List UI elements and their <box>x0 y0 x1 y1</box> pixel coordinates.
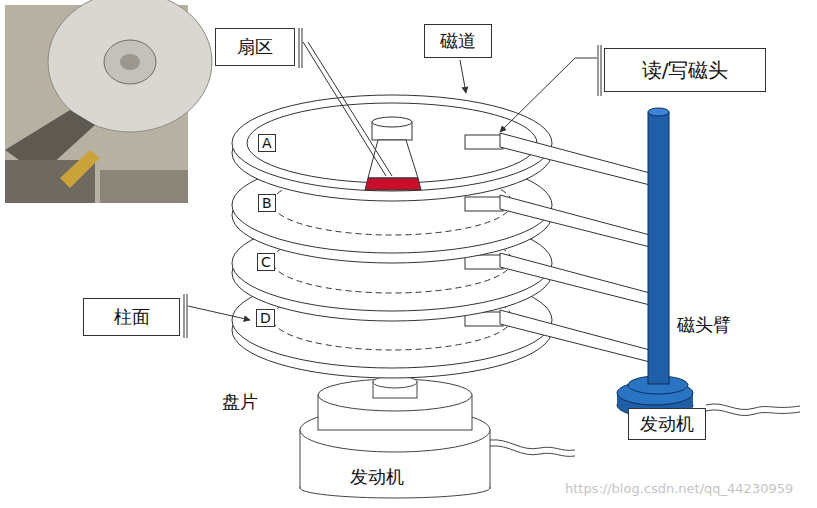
head-arm <box>500 253 650 305</box>
motor-wire <box>490 440 575 451</box>
photo-cable <box>60 150 100 188</box>
bracket <box>187 294 188 338</box>
leader-line <box>303 42 386 176</box>
actuator <box>617 108 800 417</box>
photo-board <box>100 170 188 203</box>
actuator-wire <box>706 404 800 410</box>
part-name: 发动机 <box>350 465 404 489</box>
photo-spindle <box>104 40 156 84</box>
spindle-motor <box>300 376 575 498</box>
callout-text: 柱面 <box>114 305 150 329</box>
bracket <box>601 45 602 96</box>
callout-box: 磁道 <box>424 24 492 58</box>
track-ring <box>247 103 537 183</box>
callout-text: 扇区 <box>237 35 273 59</box>
leader-line <box>460 60 466 93</box>
leader-line <box>308 42 392 176</box>
disk-photo <box>5 0 212 203</box>
read-write-head <box>465 197 503 211</box>
bracket <box>302 28 303 68</box>
callout-text: 发动机 <box>640 412 694 436</box>
bracket <box>598 45 599 96</box>
spindle-top <box>372 117 412 127</box>
sector <box>365 178 421 190</box>
head-arm <box>500 133 650 185</box>
motor-wire <box>490 446 575 457</box>
head-arm <box>500 310 650 362</box>
callout-box: 扇区 <box>215 28 295 66</box>
callout-text: 磁道 <box>440 29 476 53</box>
actuator-pole <box>648 112 669 384</box>
platter-letter: B <box>258 194 276 212</box>
actuator-wire <box>706 410 800 416</box>
platter-letter: D <box>256 309 275 327</box>
callout-box: 读/写磁头 <box>604 48 766 92</box>
read-write-head <box>465 135 503 149</box>
head-arm <box>500 195 650 247</box>
callout-box: 发动机 <box>628 408 706 440</box>
callout-box: 柱面 <box>83 298 180 336</box>
watermark: https://blog.csdn.net/qq_44230959 <box>565 481 793 496</box>
actuator-pole-top <box>648 108 669 116</box>
platter-letter: A <box>258 134 276 152</box>
platter-a <box>232 95 650 201</box>
bracket <box>299 28 300 68</box>
part-name: 磁头臂 <box>677 313 731 337</box>
bracket <box>184 294 185 338</box>
callouts <box>184 28 601 338</box>
callout-text: 读/写磁头 <box>642 57 729 84</box>
part-name: 盘片 <box>222 390 258 414</box>
platter-letter: C <box>257 253 275 271</box>
photo-spindle-cap <box>120 54 140 70</box>
leader-line <box>500 58 597 132</box>
leader-line <box>188 306 250 320</box>
